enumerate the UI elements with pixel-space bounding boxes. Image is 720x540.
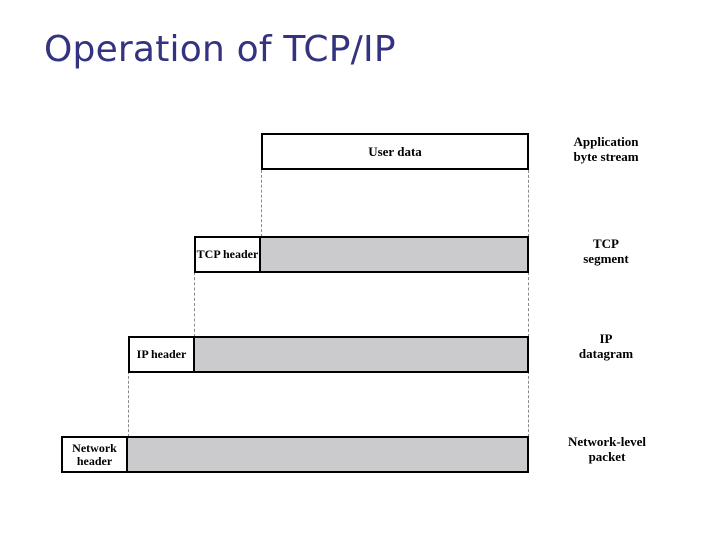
tcp-payload-box [259,236,529,273]
pdu-row-network-access: Network header [61,436,529,473]
ip-header-box: IP header [128,336,195,373]
connector-right-ip-to-network [528,371,529,437]
ip-payload-box [193,336,529,373]
network-payload-box [126,436,529,473]
tcp-header-box: TCP header [194,236,261,273]
caption-ip-datagram: IP datagram [578,331,634,362]
caption-tcp-segment: TCP segment [583,236,629,267]
connector-right-app-to-tcp [528,170,529,237]
pdu-row-internet: IP header [128,336,529,373]
pdu-row-application: User data [261,133,529,170]
caption-application-byte-stream: Application byte stream [573,134,639,165]
connector-right-tcp-to-ip [528,272,529,337]
network-header-box: Network header [61,436,128,473]
pdu-row-transport: TCP header [194,236,529,273]
user-data-box: User data [261,133,529,170]
connector-tcp-header-left [194,272,195,337]
caption-network-level-packet: Network-level packet [568,434,646,465]
connector-ip-header-left [128,371,129,437]
page-title: Operation of TCP/IP [44,29,396,70]
connector-user-data-left [261,170,262,237]
